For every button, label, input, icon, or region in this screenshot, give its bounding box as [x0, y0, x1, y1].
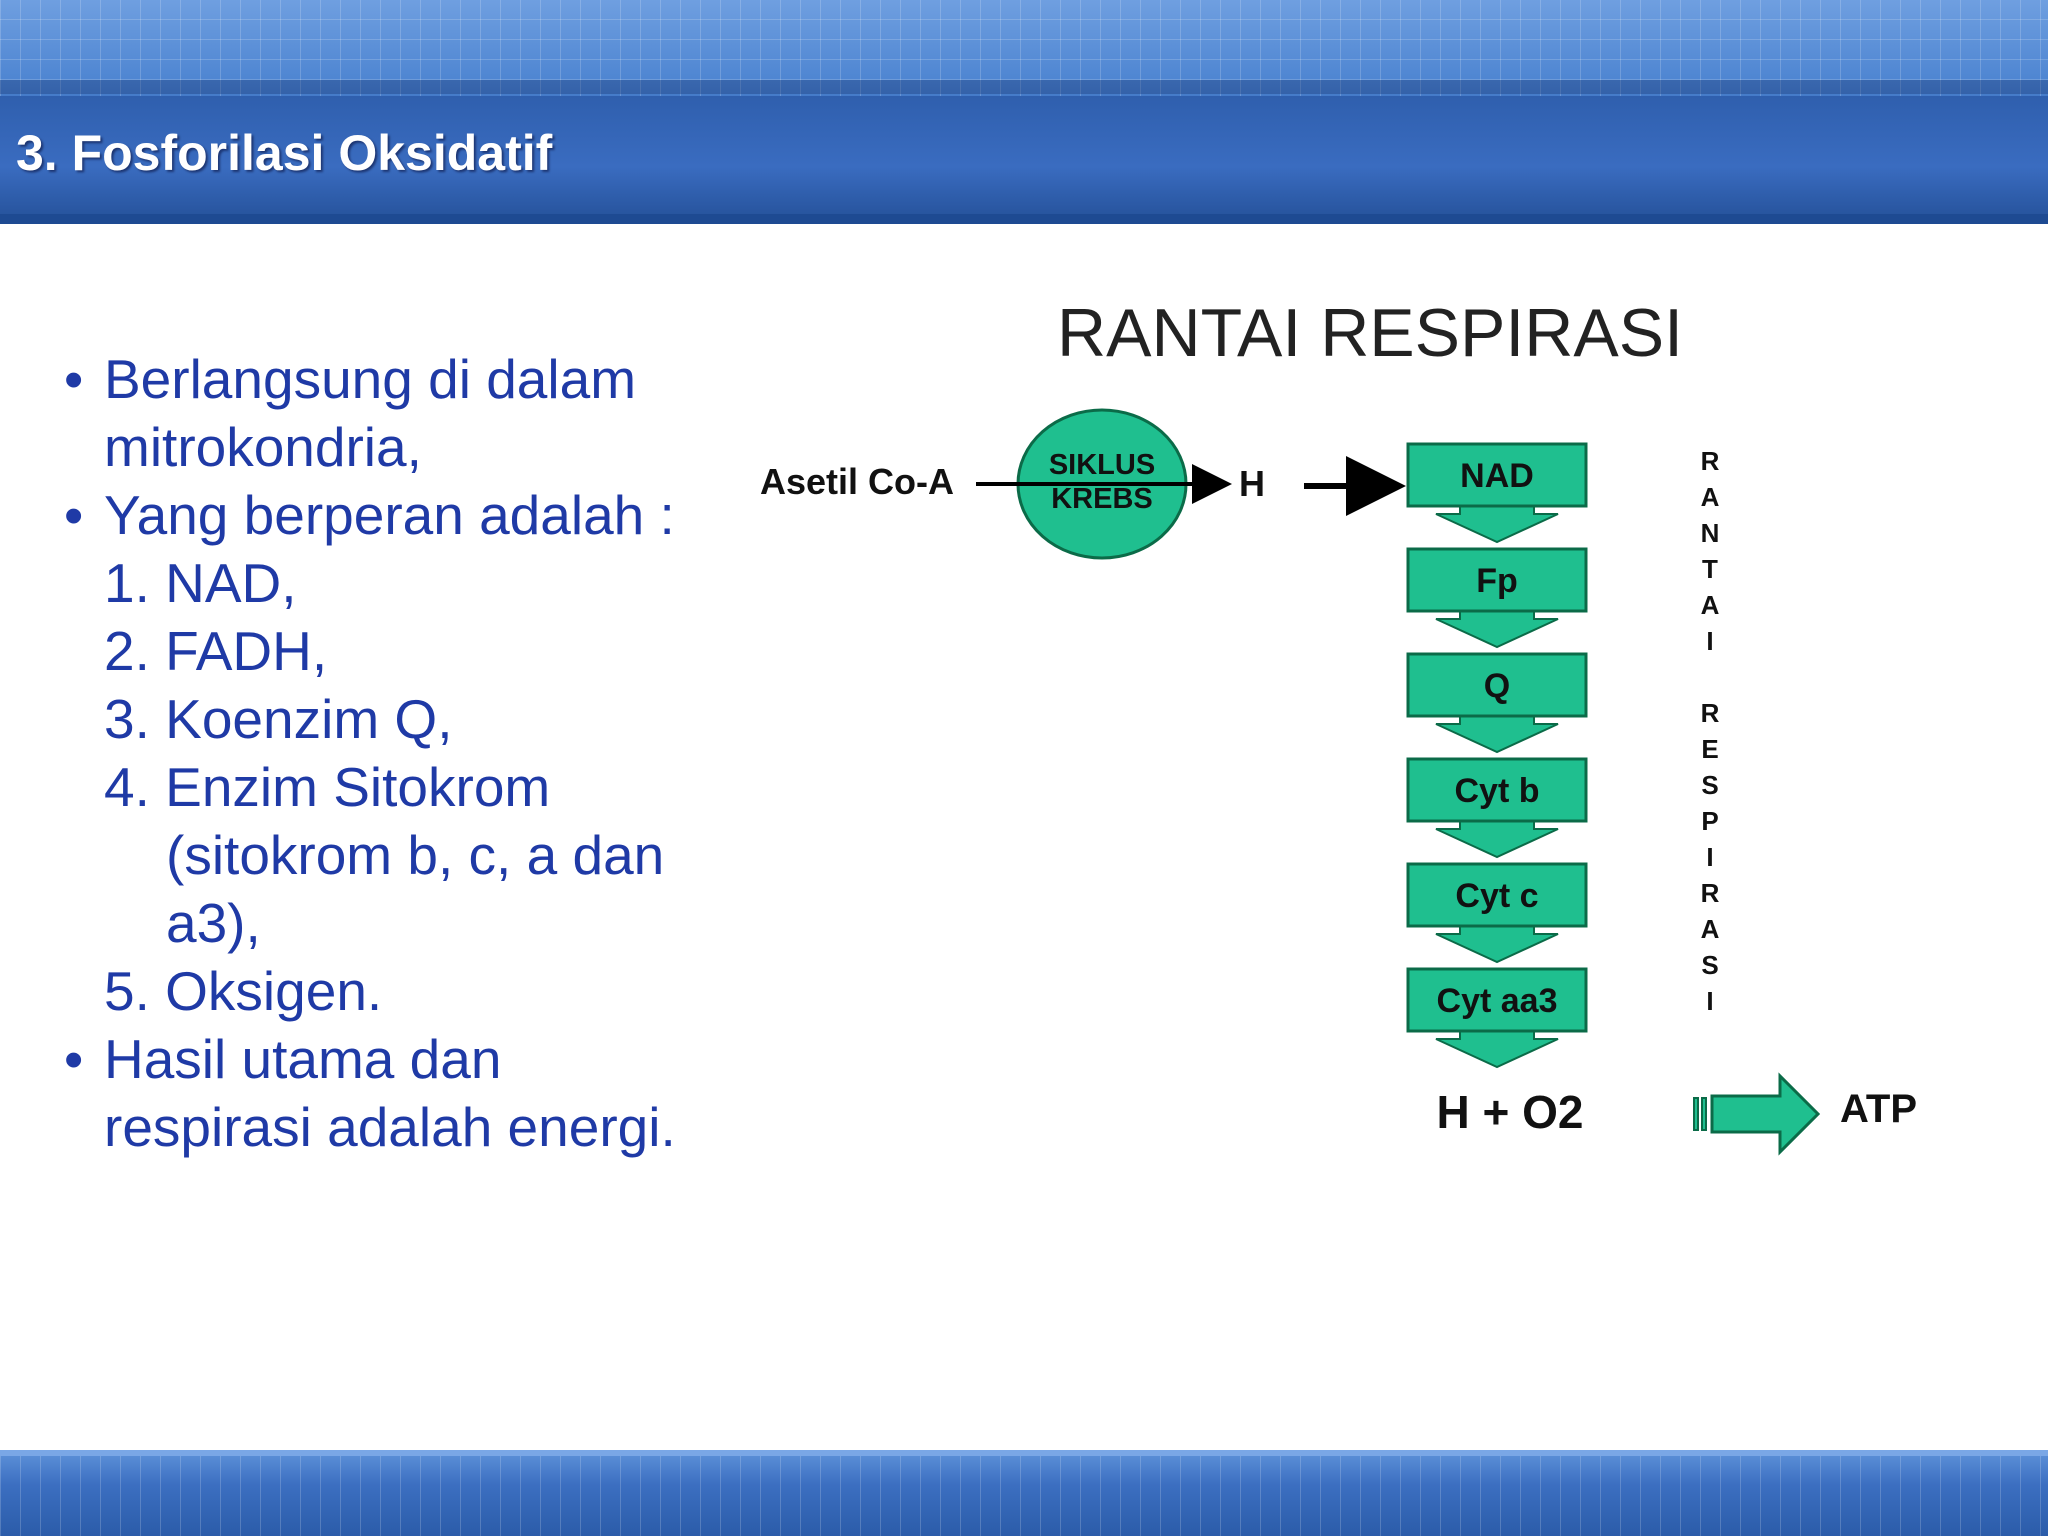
- bullet-list: Berlangsung di dalam mitrokondria, Yang …: [60, 345, 720, 1161]
- down-arrow: [1435, 715, 1559, 754]
- chain-box: [1406, 442, 1588, 508]
- chain-step: Cyt c: [1406, 862, 1588, 964]
- numbered-item: 1. NAD,: [60, 549, 720, 617]
- chain-step: Cyt b: [1406, 757, 1588, 859]
- chain-box: [1406, 757, 1588, 823]
- final-right-label: ATP: [1840, 1087, 1917, 1131]
- chain-label: Cyt aa3: [1437, 982, 1558, 1020]
- h-label: H: [1239, 463, 1265, 504]
- numbered-item: 3. Koenzim Q,: [60, 685, 720, 753]
- vertical-label-letter: I: [1706, 986, 1713, 1016]
- vertical-label-letter: T: [1702, 554, 1718, 584]
- chain-step: Cyt aa3: [1406, 967, 1588, 1069]
- chain-label: Cyt c: [1455, 877, 1538, 915]
- numbered-text: 4. Enzim Sitokrom: [104, 756, 551, 818]
- header-band: [0, 96, 2048, 214]
- down-arrow: [1435, 1030, 1559, 1069]
- chain-step: Fp: [1406, 547, 1588, 649]
- numbered-item: 5. Oksigen.: [60, 957, 720, 1025]
- slide-title: 3. Fosforilasi Oksidatif: [16, 125, 553, 181]
- vertical-label-letter: E: [1701, 734, 1718, 764]
- bullet-item: Hasil utama dan respirasi adalah energi.: [60, 1025, 720, 1161]
- vertical-label-letter: N: [1701, 518, 1720, 548]
- vertical-label-letter: A: [1701, 914, 1720, 944]
- numbered-text: 2. FADH,: [104, 620, 328, 682]
- down-arrow: [1435, 505, 1559, 544]
- header-banner: [0, 0, 2048, 224]
- down-arrow: [1435, 820, 1559, 859]
- chain-box: [1406, 967, 1588, 1033]
- header-edge: [0, 214, 2048, 224]
- chain-label: NAD: [1460, 457, 1534, 495]
- diagram-canvas: RANTAI RESPIRASI Asetil Co-A SIKLUS KREB…: [760, 295, 1917, 1156]
- chain-label: Cyt b: [1455, 772, 1540, 810]
- chain-box: [1406, 547, 1588, 613]
- chain-label: Fp: [1476, 562, 1518, 600]
- numbered-continuation: (sitokrom b, c, a dan a3),: [166, 824, 665, 954]
- bullet-text: Hasil utama dan respirasi adalah energi.: [104, 1028, 676, 1158]
- down-arrow: [1435, 925, 1559, 964]
- bullet-text: Berlangsung di dalam mitrokondria,: [104, 348, 637, 478]
- chain-label: Q: [1484, 667, 1510, 705]
- chain-box: [1406, 652, 1588, 718]
- chain-box: [1406, 862, 1588, 928]
- vertical-label-letter: R: [1701, 878, 1720, 908]
- numbered-text: 5. Oksigen.: [104, 960, 383, 1022]
- bullet-item: Berlangsung di dalam mitrokondria,: [60, 345, 720, 481]
- bullet-text: Yang berperan adalah :: [104, 484, 675, 546]
- chain-step: Q: [1406, 652, 1588, 754]
- chain-boxes: NAD FpQ Cyt b Cyt c Cyt aa3: [1406, 442, 1588, 1069]
- vertical-label-letter: S: [1701, 950, 1718, 980]
- cycle-label-1: SIKLUS: [1049, 449, 1155, 481]
- vertical-label-letter: P: [1701, 806, 1718, 836]
- diagram-title: RANTAI RESPIRASI: [1057, 295, 1683, 371]
- chain-step: NAD: [1406, 442, 1588, 544]
- start-label: Asetil Co-A: [760, 461, 954, 502]
- numbered-item: 4. Enzim Sitokrom(sitokrom b, c, a dan a…: [60, 753, 720, 957]
- numbered-item: 2. FADH,: [60, 617, 720, 685]
- final-arrow: [1693, 1072, 1821, 1156]
- vertical-label-letter: I: [1706, 842, 1713, 872]
- vertical-label-letter: A: [1701, 482, 1720, 512]
- bullet-item: Yang berperan adalah :: [60, 481, 720, 549]
- down-arrow: [1435, 610, 1559, 649]
- footer-banner: [0, 1450, 2048, 1536]
- vertical-label-letter: S: [1701, 770, 1718, 800]
- vertical-label-letter: I: [1706, 626, 1713, 656]
- vertical-label-letter: R: [1701, 446, 1720, 476]
- cycle-label-2: KREBS: [1051, 483, 1153, 515]
- numbered-text: 1. NAD,: [104, 552, 297, 614]
- final-left-label: H + O2: [1436, 1086, 1583, 1138]
- vertical-label-letter: A: [1701, 590, 1720, 620]
- vertical-label-letter: R: [1701, 698, 1720, 728]
- respiration-chain-diagram: RANTAI RESPIRASI Asetil Co-A SIKLUS KREB…: [740, 290, 1960, 1190]
- numbered-text: 3. Koenzim Q,: [104, 688, 453, 750]
